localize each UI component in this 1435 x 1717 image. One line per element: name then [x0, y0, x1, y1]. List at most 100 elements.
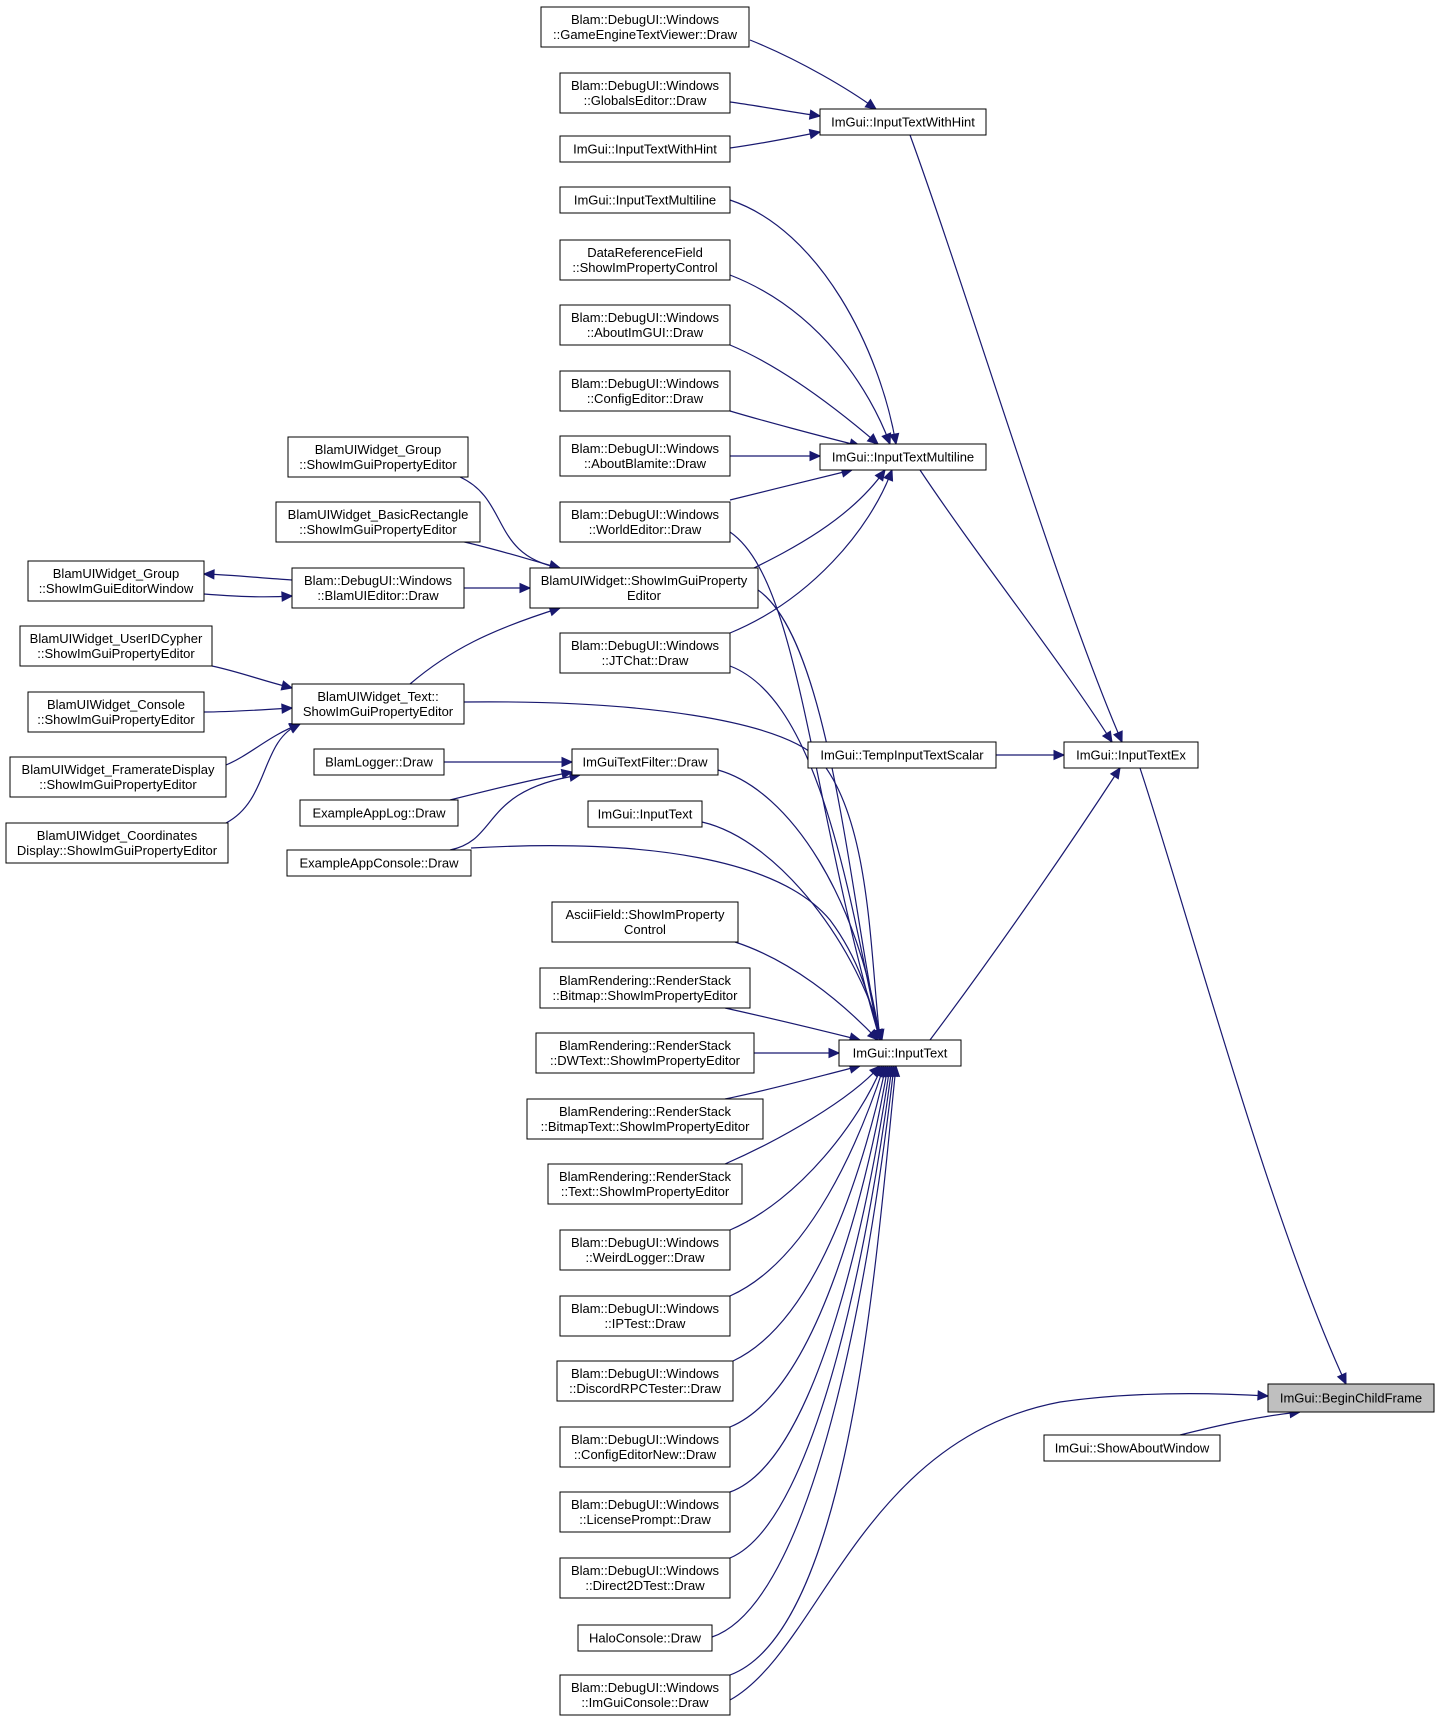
- node-label: Blam::DebugUI::Windows: [571, 1432, 720, 1447]
- node-label: BlamUIWidget_BasicRectangle: [288, 507, 469, 522]
- function-node[interactable]: ImGui::TempInputTextScalar: [807, 741, 997, 769]
- node-label: Blam::DebugUI::Windows: [571, 441, 720, 456]
- edge-line: [729, 469, 893, 634]
- function-node[interactable]: Blam::DebugUI::Windows::AboutBlamite::Dr…: [559, 435, 731, 477]
- node-label: ::ConfigEditor::Draw: [587, 391, 704, 406]
- function-node[interactable]: ImGui::InputTextMultiline: [819, 443, 987, 471]
- function-node[interactable]: Blam::DebugUI::Windows::BlamUIEditor::Dr…: [291, 567, 465, 609]
- function-node[interactable]: BlamUIWidget_Group::ShowImGuiEditorWindo…: [27, 560, 205, 602]
- edge-line: [729, 665, 881, 1041]
- function-node[interactable]: ImGui::ShowAboutWindow: [1043, 1434, 1221, 1462]
- call-edge: [449, 768, 574, 801]
- edge-line: [729, 344, 879, 445]
- function-node[interactable]: BlamUIWidget_BasicRectangle::ShowImGuiPr…: [275, 501, 481, 543]
- function-node[interactable]: Blam::DebugUI::Windows::JTChat::Draw: [559, 632, 731, 674]
- arrowhead-icon: [889, 1064, 901, 1077]
- function-node[interactable]: ImGui::InputText: [838, 1039, 962, 1067]
- call-edge: [203, 591, 294, 602]
- function-node[interactable]: BlamUIWidget_UserIDCypher::ShowImGuiProp…: [19, 625, 213, 667]
- node-label: ImGui::BeginChildFrame: [1280, 1391, 1422, 1406]
- function-node[interactable]: BlamUIWidget::ShowImGuiPropertyEditor: [529, 567, 759, 609]
- function-node[interactable]: Blam::DebugUI::Windows::GlobalsEditor::D…: [559, 72, 731, 114]
- node-label: ::ImGuiConsole::Draw: [581, 1695, 709, 1710]
- edge-line: [734, 941, 879, 1041]
- node-box: [1063, 741, 1199, 769]
- function-node[interactable]: ImGui::InputTextWithHint: [559, 135, 731, 163]
- function-node[interactable]: BlamRendering::RenderStack::Bitmap::Show…: [539, 967, 751, 1009]
- function-node[interactable]: BlamUIWidget_Console::ShowImGuiPropertyE…: [27, 691, 205, 733]
- target-function-node[interactable]: ImGui::BeginChildFrame: [1267, 1383, 1435, 1413]
- function-node[interactable]: Blam::DebugUI::Windows::ImGuiConsole::Dr…: [559, 1674, 731, 1716]
- arrowhead-icon: [1336, 1372, 1347, 1386]
- call-edge: [729, 344, 879, 445]
- node-label: BlamUIWidget_Text::: [317, 689, 438, 704]
- node-label: ::LicensePrompt::Draw: [579, 1512, 711, 1527]
- node-label: ::DiscordRPCTester::Draw: [569, 1381, 721, 1396]
- edge-line: [211, 665, 293, 689]
- function-node[interactable]: BlamUIWidget_CoordinatesDisplay::ShowImG…: [5, 822, 229, 864]
- arrowhead-icon: [280, 680, 294, 691]
- node-box: [1267, 1383, 1435, 1413]
- node-label: ShowImGuiPropertyEditor: [303, 704, 454, 719]
- node-label: ::ShowImGuiPropertyEditor: [37, 712, 195, 727]
- node-box: [571, 748, 719, 776]
- function-node[interactable]: ImGui::InputText: [587, 800, 703, 828]
- arrowhead-icon: [808, 109, 822, 120]
- function-node[interactable]: Blam::DebugUI::Windows::WorldEditor::Dra…: [559, 501, 731, 543]
- function-node[interactable]: ImGui::InputTextEx: [1063, 741, 1199, 769]
- node-label: ExampleAppLog::Draw: [313, 806, 447, 821]
- function-node[interactable]: HaloConsole::Draw: [577, 1624, 713, 1652]
- function-node[interactable]: Blam::DebugUI::Windows::LicensePrompt::D…: [559, 1491, 731, 1533]
- function-node[interactable]: BlamRendering::RenderStack::Text::ShowIm…: [547, 1163, 743, 1205]
- edge-line: [711, 1065, 895, 1638]
- call-edge: [729, 101, 822, 120]
- edge-line: [919, 469, 1113, 743]
- function-node[interactable]: BlamLogger::Draw: [313, 748, 445, 776]
- function-node[interactable]: ImGui::InputTextWithHint: [819, 108, 987, 136]
- node-box: [559, 135, 731, 163]
- function-node[interactable]: Blam::DebugUI::Windows::ConfigEditor::Dr…: [559, 370, 731, 412]
- node-label: Display::ShowImGuiPropertyEditor: [17, 843, 218, 858]
- function-node[interactable]: Blam::DebugUI::Windows::AboutImGUI::Draw: [559, 304, 731, 346]
- edge-line: [732, 1065, 887, 1362]
- node-box: [1043, 1434, 1221, 1462]
- function-node[interactable]: BlamUIWidget_Group::ShowImGuiPropertyEdi…: [287, 436, 469, 478]
- function-node[interactable]: ExampleAppLog::Draw: [299, 799, 459, 827]
- edge-line: [203, 593, 293, 598]
- function-node[interactable]: Blam::DebugUI::Windows::IPTest::Draw: [559, 1295, 731, 1337]
- function-node[interactable]: ImGui::InputTextMultiline: [559, 186, 731, 214]
- node-label: BlamUIWidget_Group: [53, 566, 179, 581]
- edge-line: [729, 1065, 883, 1231]
- function-node[interactable]: BlamUIWidget_FramerateDisplay::ShowImGui…: [9, 756, 227, 798]
- function-node[interactable]: ExampleAppConsole::Draw: [286, 849, 472, 877]
- function-node[interactable]: BlamRendering::RenderStack::BitmapText::…: [526, 1098, 764, 1140]
- function-node[interactable]: Blam::DebugUI::Windows::DiscordRPCTester…: [556, 1360, 734, 1402]
- node-box: [291, 683, 465, 725]
- node-box: [547, 1163, 743, 1205]
- function-node[interactable]: BlamRendering::RenderStack::DWText::Show…: [535, 1032, 755, 1074]
- edge-line: [729, 1065, 891, 1493]
- node-label: ::WorldEditor::Draw: [589, 522, 702, 537]
- node-label: Blam::DebugUI::Windows: [571, 1235, 720, 1250]
- node-label: ExampleAppConsole::Draw: [300, 856, 460, 871]
- function-node[interactable]: Blam::DebugUI::Windows::GameEngineTextVi…: [540, 6, 750, 48]
- arrowhead-icon: [866, 433, 879, 445]
- function-node[interactable]: ImGuiTextFilter::Draw: [571, 748, 719, 776]
- function-node[interactable]: Blam::DebugUI::Windows::ConfigEditorNew:…: [559, 1426, 731, 1468]
- node-label: ::BlamUIEditor::Draw: [317, 588, 439, 603]
- call-edge: [754, 1047, 841, 1059]
- node-label: ::Text::ShowImPropertyEditor: [561, 1184, 730, 1199]
- call-edge: [202, 569, 293, 581]
- edge-line: [449, 774, 581, 851]
- function-node[interactable]: AsciiField::ShowImPropertyControl: [551, 901, 739, 943]
- function-node[interactable]: BlamUIWidget_Text::ShowImGuiPropertyEdit…: [291, 683, 465, 725]
- node-label: Blam::DebugUI::Windows: [571, 1497, 720, 1512]
- function-node[interactable]: Blam::DebugUI::Windows::WeirdLogger::Dra…: [559, 1229, 731, 1271]
- call-edge: [225, 723, 302, 824]
- function-node[interactable]: DataReferenceField::ShowImPropertyContro…: [559, 239, 731, 281]
- arrowhead-icon: [828, 1047, 841, 1059]
- node-box: [577, 1624, 713, 1652]
- node-label: ImGui::InputTextMultiline: [832, 450, 974, 465]
- function-node[interactable]: Blam::DebugUI::Windows::Direct2DTest::Dr…: [559, 1557, 731, 1599]
- node-box: [539, 967, 751, 1009]
